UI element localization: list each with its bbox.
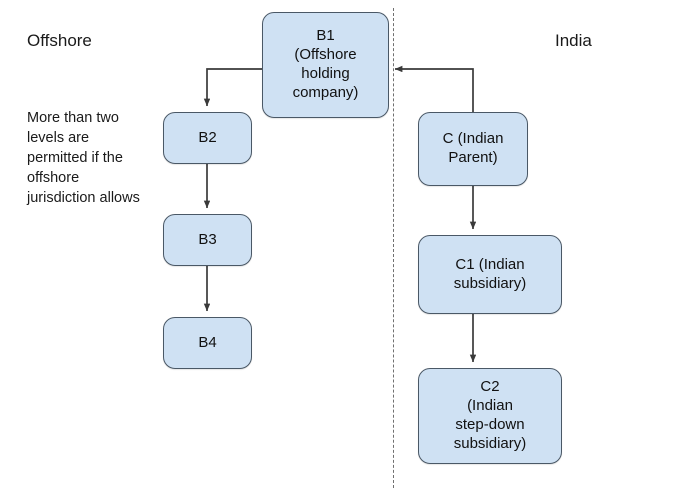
region-label-india: India	[555, 31, 592, 50]
node-b4[interactable]: B4	[163, 317, 252, 369]
edge-b1-to-b2	[203, 68, 262, 107]
node-b3[interactable]: B3	[163, 214, 252, 266]
node-b2[interactable]: B2	[163, 112, 252, 164]
node-b3-label: B3	[198, 230, 217, 248]
offshore-note-text: More than two levels are permitted if th…	[27, 110, 140, 206]
region-label-offshore: Offshore	[27, 31, 92, 50]
edge-c-to-b1	[394, 65, 474, 112]
country-divider-dashed-line	[393, 8, 394, 488]
node-b2-label: B2	[198, 128, 217, 146]
node-b4-label: B4	[198, 333, 217, 351]
